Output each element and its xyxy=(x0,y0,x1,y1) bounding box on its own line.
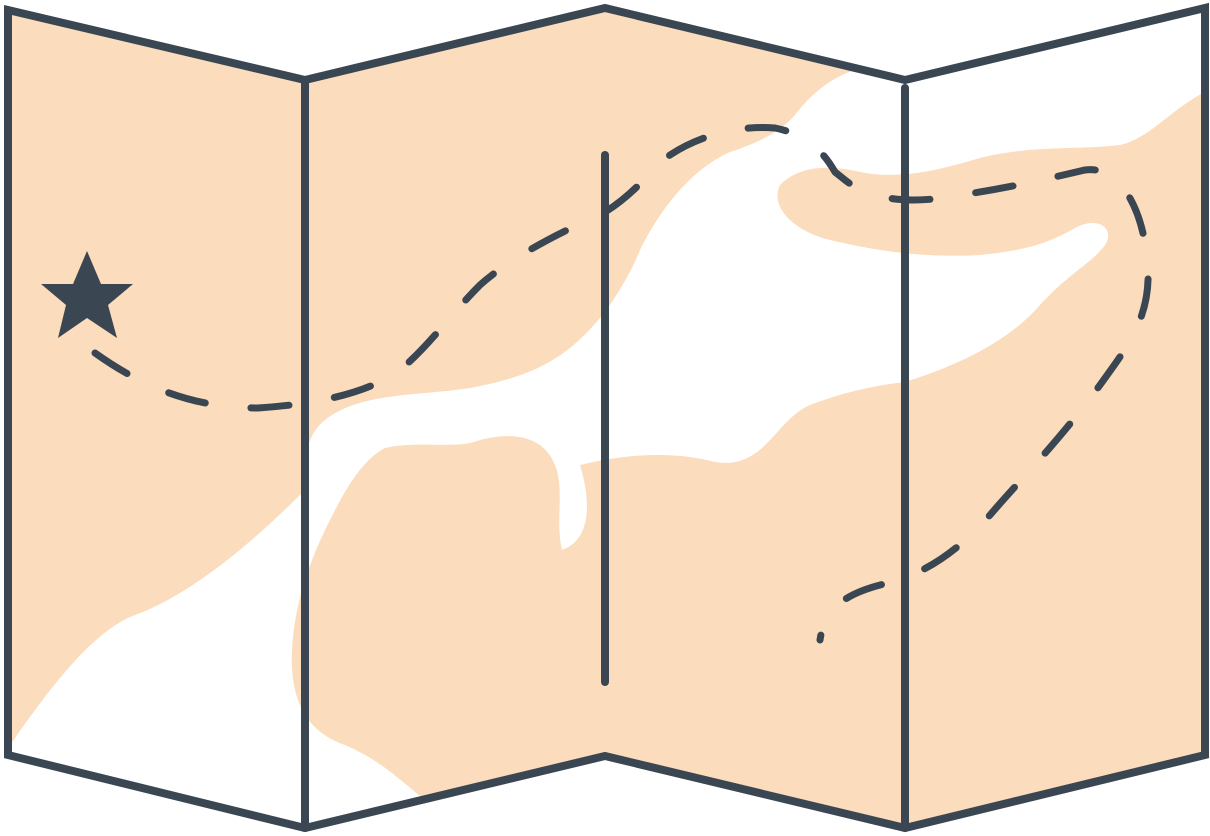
land-areas xyxy=(8,8,1205,825)
land-right-strip xyxy=(777,92,1205,825)
star-icon xyxy=(41,251,133,338)
map-outline xyxy=(4,2,1209,833)
map-frame xyxy=(4,2,1209,833)
land-upper-center-right xyxy=(605,8,855,312)
land-left-panel xyxy=(8,10,305,748)
land-lower-center xyxy=(291,382,905,825)
land-upper-center xyxy=(305,8,605,470)
